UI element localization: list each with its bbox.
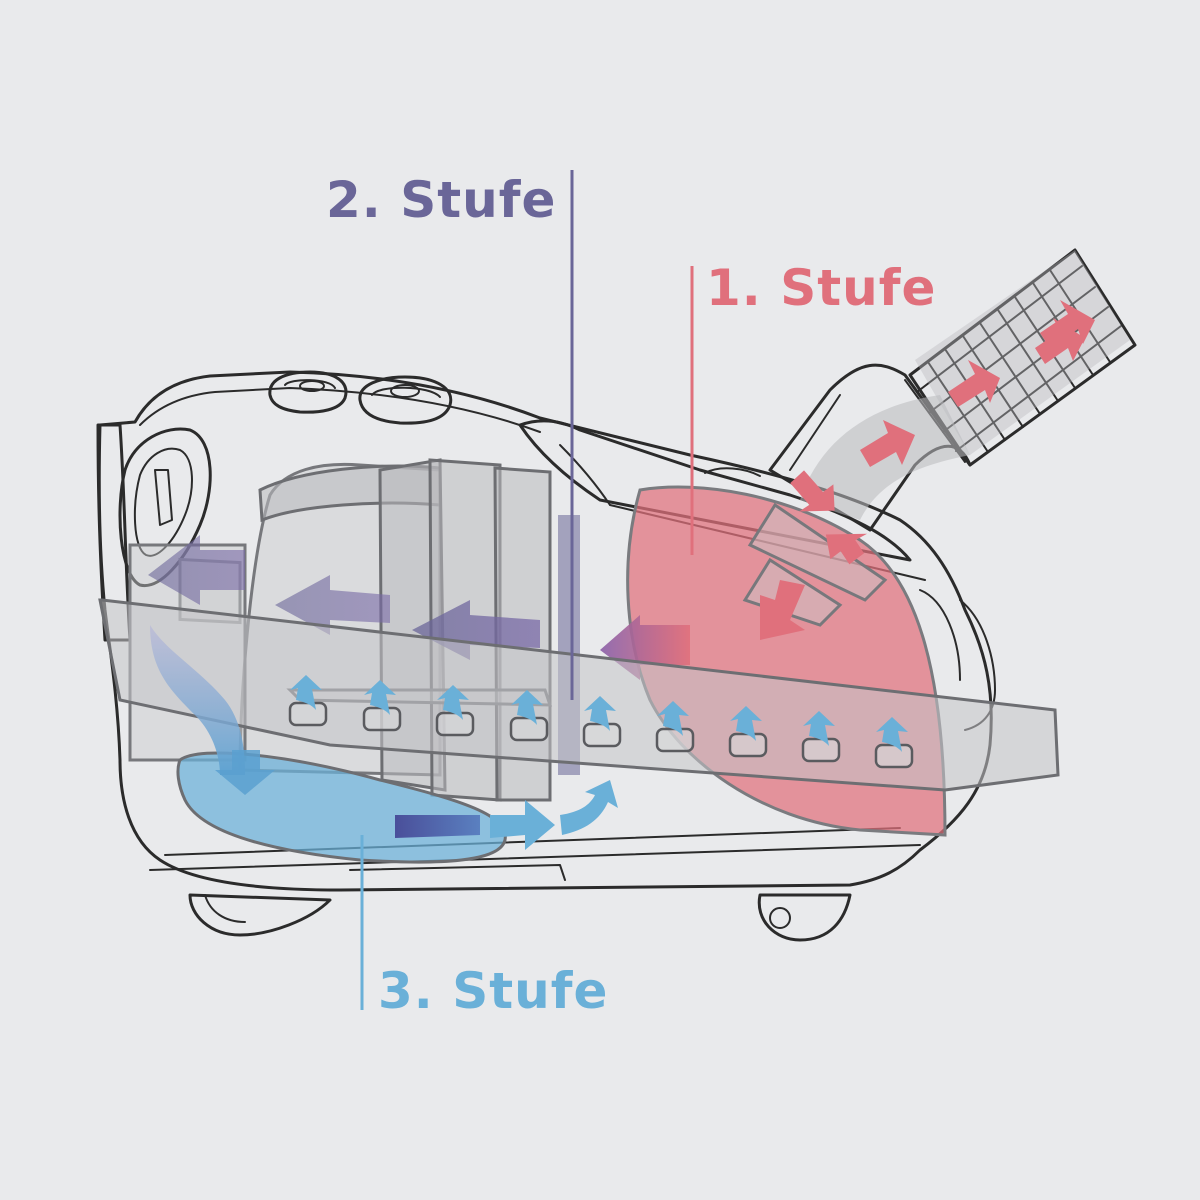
upward-curved-arrow-icon <box>584 696 616 731</box>
stage-3-water-tank <box>150 625 618 864</box>
airflow-arrow-icon <box>760 580 805 640</box>
power-knob <box>268 370 348 414</box>
upward-curved-arrow-icon <box>511 690 543 725</box>
upward-curved-arrow-icon <box>803 711 835 746</box>
airflow-arrow-icon <box>825 533 868 565</box>
airflow-arrow-icon <box>948 360 1000 407</box>
stage-1-label: 1. Stufe <box>706 259 937 317</box>
stage-1-airflow-arrows <box>760 300 1095 640</box>
airflow-arrow-icon <box>860 420 915 467</box>
airflow-arrow-icon <box>395 815 480 838</box>
airflow-arrow-icon <box>215 750 275 795</box>
upward-curved-arrow-icon <box>730 706 762 741</box>
upward-curved-arrow-icon <box>657 701 689 736</box>
upward-curved-arrow-icon <box>364 680 396 715</box>
upward-curved-arrow-icon <box>290 675 322 710</box>
airflow-arrow-icon <box>148 535 245 605</box>
airflow-arrow-icon <box>490 800 555 850</box>
suction-knob <box>358 375 453 425</box>
upward-curved-arrow-icon <box>437 685 469 720</box>
rear-wheel <box>188 893 332 937</box>
front-wheel <box>757 893 852 942</box>
airflow-arrow-icon <box>1035 318 1085 364</box>
upward-curved-arrow-icon <box>560 780 618 835</box>
upward-curved-arrow-icon <box>876 717 908 752</box>
airflow-arrow-icon <box>275 575 390 635</box>
stage-3-label: 3. Stufe <box>378 962 609 1020</box>
tray-vent-slots <box>288 675 914 769</box>
stage-2-label: 2. Stufe <box>326 171 557 229</box>
airflow-arrow-icon <box>790 470 835 512</box>
